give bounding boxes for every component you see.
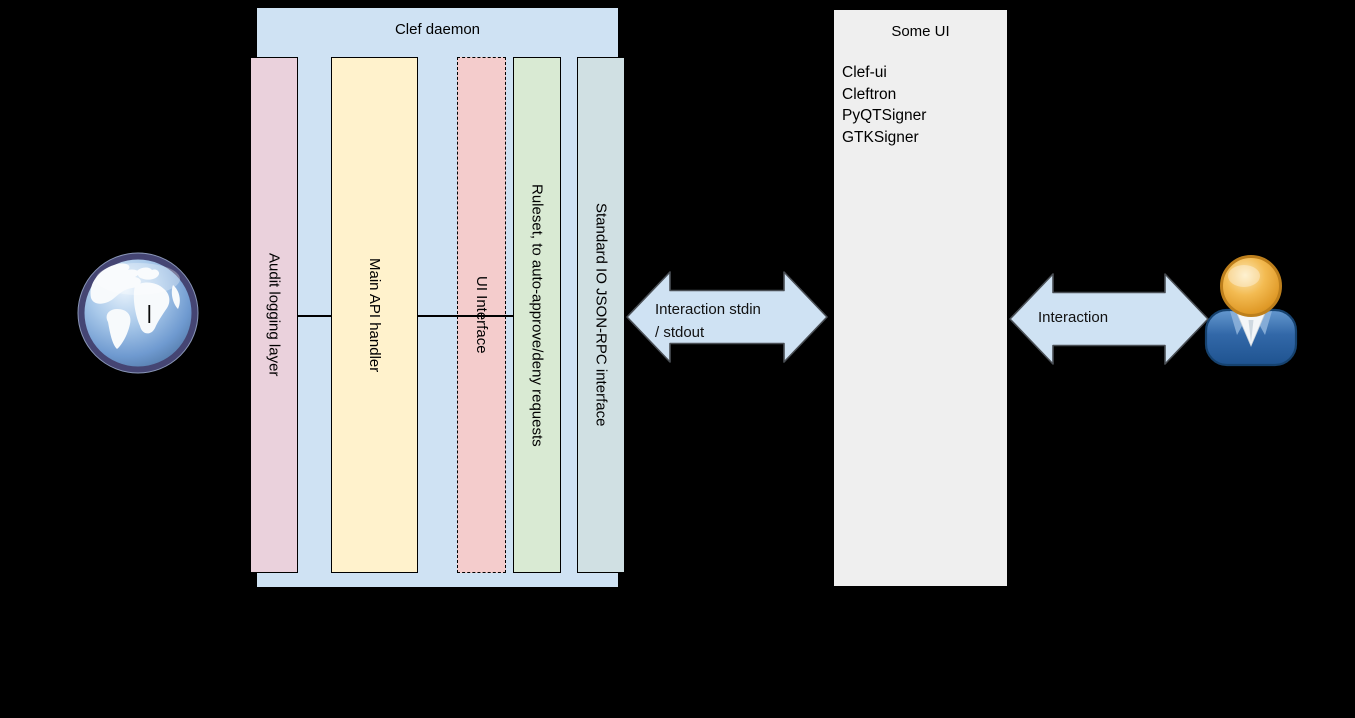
arrow-daemon-ui bbox=[626, 271, 828, 363]
some-ui-title: Some UI bbox=[891, 23, 950, 40]
double-arrow-shape bbox=[626, 271, 828, 363]
some-ui-list-item: Cleftron bbox=[842, 85, 897, 103]
layer-bar-label: Audit logging layer bbox=[265, 253, 283, 377]
arrow-ui-user-label: Interaction bbox=[1038, 308, 1188, 327]
user-person-icon bbox=[1204, 255, 1298, 367]
user-tie bbox=[1248, 320, 1254, 343]
user-head bbox=[1220, 255, 1282, 317]
globe-gloss-highlight bbox=[96, 263, 180, 295]
layer-bar-ruleset: Ruleset, to auto-approve/deny requests bbox=[513, 57, 561, 573]
clef-daemon-title: Clef daemon bbox=[394, 21, 481, 38]
some-ui-box bbox=[833, 9, 1008, 587]
clef-daemon-box bbox=[257, 8, 618, 587]
connector-line bbox=[298, 315, 332, 317]
user-head-highlight bbox=[1228, 265, 1260, 287]
arrow-label-line: / stdout bbox=[655, 323, 705, 341]
some-ui-list-item: PyQTSigner bbox=[842, 107, 927, 125]
double-arrow-shape bbox=[1009, 273, 1209, 365]
globe-tick-mark bbox=[148, 305, 151, 323]
layer-bar-main-api-handler: Main API handler bbox=[331, 57, 418, 573]
layer-bar-label: Standard IO JSON-RPC interface bbox=[592, 203, 610, 427]
globe-continents bbox=[90, 263, 180, 349]
arrow-ui-user bbox=[1009, 273, 1209, 365]
some-ui-list-item: GTKSigner bbox=[842, 128, 919, 146]
connector-line bbox=[417, 315, 514, 317]
layer-bar-label: UI Interface bbox=[473, 276, 490, 354]
layer-bar-stdio-jsonrpc: Standard IO JSON-RPC interface bbox=[577, 57, 625, 573]
arrow-label-line: Interaction stdin bbox=[655, 301, 761, 318]
arrow-daemon-ui-label: Interaction stdin / stdout bbox=[655, 299, 820, 344]
some-ui-list-item: Clef-ui bbox=[842, 64, 887, 81]
internet-globe-icon bbox=[77, 252, 199, 374]
layer-bar-label: Ruleset, to auto-approve/deny requests bbox=[528, 183, 546, 447]
layer-bar-audit-logging: Audit logging layer bbox=[250, 57, 298, 573]
some-ui-list: Clef-ui Cleftron PyQTSigner GTKSigner bbox=[842, 62, 1002, 148]
arrow-label-line: Interaction bbox=[1038, 309, 1109, 326]
layer-bar-label: Main API handler bbox=[366, 257, 383, 373]
